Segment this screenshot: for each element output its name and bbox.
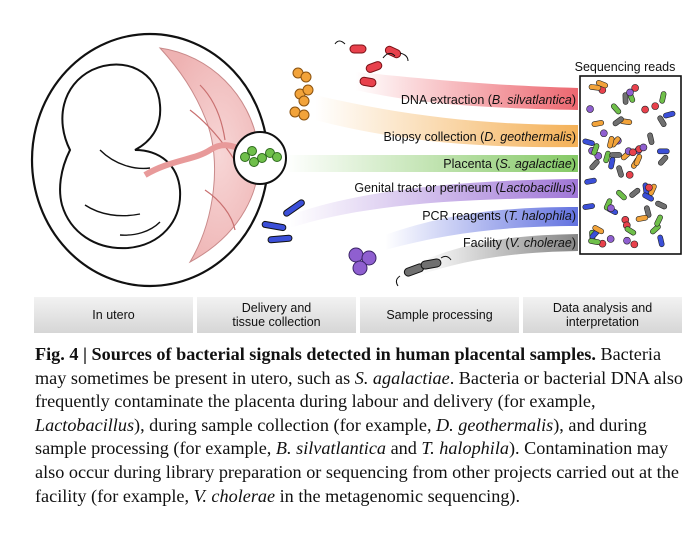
sequencing-read [594,152,603,160]
sequencing-read [657,115,667,128]
figure-caption: Fig. 4 | Sources of bacterial signals de… [35,343,687,508]
caption-organism: S. agalactiae [354,367,450,388]
sequencing-reads-mix [582,80,676,249]
source-label-genital-tract: Genital tract or perineum (Lactobacillus… [354,181,576,195]
d-geothermalis-cluster [289,67,314,121]
sequencing-read [642,192,654,202]
s-agalactiae-chain [240,146,282,167]
caption-text: . Bacteria or bacterial DNA also frequen… [35,367,684,412]
sequencing-read [639,143,648,152]
sequencing-read [635,214,649,222]
biopsy-stream [315,95,578,148]
figure-illustration [30,32,682,288]
stage-sample-processing: Sample processing [360,297,519,333]
sequencing-read [631,84,639,92]
caption-body: Bacteria may sometimes be present in ute… [35,344,683,506]
caption-organism: V. cholerae [193,485,276,506]
sequencing-read [592,225,605,235]
facility-stream [420,234,578,275]
sequencing-read [608,156,616,170]
dna-extraction-stream [355,72,578,110]
sequencing-read [623,236,631,245]
sequencing-read [595,80,609,89]
source-label-facility: Facility (V. cholerae) [462,236,576,250]
sequencing-read [616,165,624,178]
sequencing-read [625,171,634,179]
sequencing-read [586,105,594,113]
sequencing-read [663,110,676,119]
stage-in-utero: In utero [34,297,193,333]
caption-organism: Lactobacillus [35,414,135,435]
sequencing-read [600,129,608,138]
sequencing-read [626,88,634,97]
sequencing-read [629,187,641,198]
sequencing-read [624,226,637,236]
sequencing-read [645,183,653,192]
source-label-pcr-reagents: PCR reagents (T. halophila) [422,209,576,223]
sequencing-read [612,116,624,127]
caption-text: ), and during sample processing (for exa… [35,414,647,459]
sequencing-read [609,152,622,158]
caption-organism: D. geothermalis [436,414,554,435]
caption-title: Fig. 4 | Sources of bacterial signals de… [35,344,596,364]
placenta-stream [285,155,578,172]
sequencing-read [658,154,669,166]
caption-text: Bacteria may sometimes be present in ute… [35,344,662,388]
genital-stream [290,179,578,228]
sequencing-read [654,214,663,227]
sequencing-read [647,132,655,145]
sequencing-read [657,234,665,248]
caption-organism: B. silvatlantica [275,438,387,459]
caption-organism: T. halophila [421,438,509,459]
stage-data-analysis: Data analysis and interpretation [523,297,682,333]
sequencing-read [591,143,600,156]
sequencing-read [622,92,629,105]
sequencing-read [655,200,668,210]
sequencing-read [582,138,595,146]
sequencing-read [644,205,652,218]
lactobacillus-cluster [261,199,305,244]
caption-text: ), during sample collection (for example… [134,414,437,435]
sequencing-read [629,148,637,157]
sequencing-reads-title: Sequencing reads [574,60,676,74]
sequencing-read [591,120,605,127]
caption-text: ). Contamination may also occur during l… [35,438,679,506]
t-halophila-cluster [348,247,377,276]
sequencing-read [588,84,602,91]
sequencing-read [651,102,659,110]
sequencing-read [607,204,615,212]
source-label-biopsy-collection: Biopsy collection (D. geothermalis) [383,130,576,144]
sequencing-read [616,189,627,201]
sequencing-read [588,238,601,245]
figure-panel: Sequencing reads DNA extraction (B. silv… [30,32,682,333]
sequencing-read [659,91,667,104]
source-label-dna-extraction: DNA extraction (B. silvatlantica) [400,93,576,107]
sequencing-read [657,148,670,155]
sequencing-read [610,103,622,115]
stage-bar: In utero Delivery and tissue collection … [34,297,682,333]
uterus-placenta [158,47,260,264]
b-silvatlantica-cluster [334,40,409,88]
sequencing-read [582,203,595,210]
sequencing-read [630,240,639,249]
sequencing-read [607,136,615,149]
sequencing-read [641,105,649,114]
fetus [59,63,182,250]
sequencing-read [589,159,600,171]
sequencing-read [633,153,643,167]
stage-delivery: Delivery and tissue collection [197,297,356,333]
v-cholerae-cluster [395,255,452,287]
source-label-placenta: Placenta (S. agalactiae) [443,157,576,171]
pcr-stream [385,207,578,250]
sequencing-read [584,177,597,185]
sequencing-read [603,150,611,164]
caption-text: and [386,438,422,459]
sequencing-read [606,235,615,243]
caption-text: in the metagenomic sequencing). [275,485,521,506]
sequencing-read [650,224,661,235]
